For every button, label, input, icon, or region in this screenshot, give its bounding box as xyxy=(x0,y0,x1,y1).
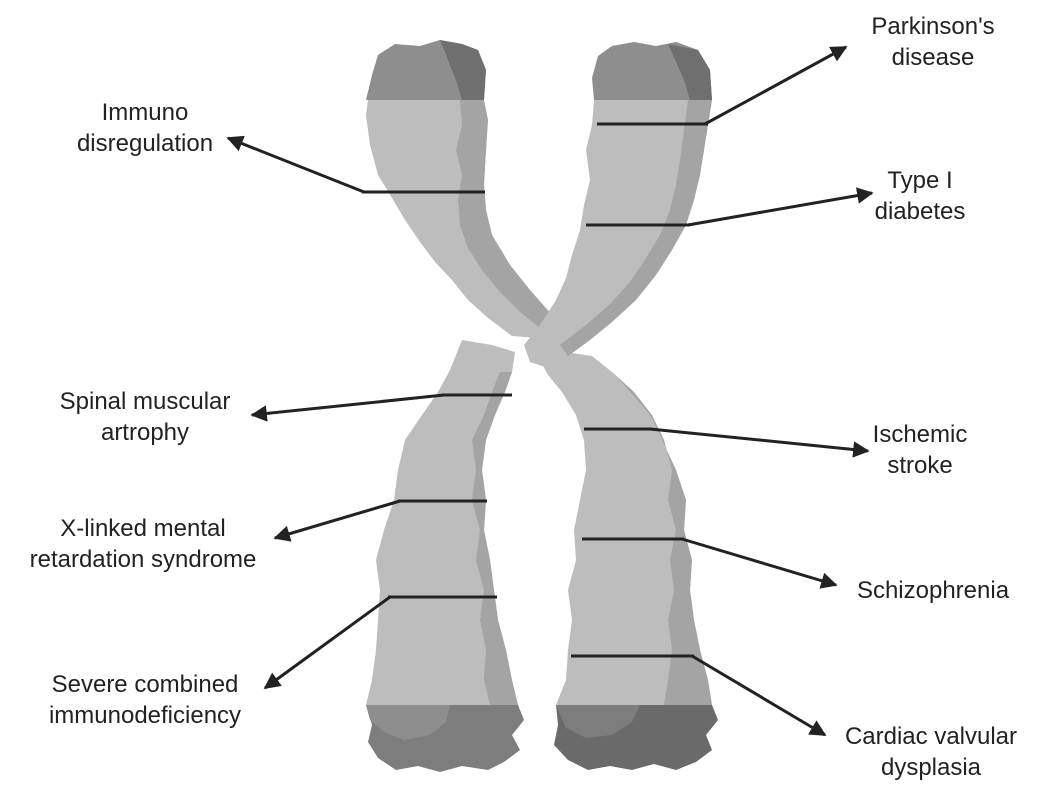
label-type1: Type I diabetes xyxy=(855,165,985,227)
label-xlinked-line1: X-linked mental xyxy=(8,513,278,544)
arrow-xlinked xyxy=(275,501,400,538)
arrow-ischemic xyxy=(650,429,868,451)
label-scid-line1: Severe combined xyxy=(20,669,270,700)
annotation-lines xyxy=(228,47,872,735)
label-ischemic: Ischemic stroke xyxy=(855,419,985,481)
label-cardiac: Cardiac valvular dysplasia xyxy=(825,721,1037,783)
label-ischemic-line2: stroke xyxy=(855,450,985,481)
label-parkinsons: Parkinson's disease xyxy=(848,11,1018,73)
arrow-schizo xyxy=(682,539,836,585)
right-lower-arm xyxy=(540,352,718,770)
arrow-immuno xyxy=(228,138,364,192)
left-upper-arm xyxy=(366,40,552,338)
label-type1-line2: diabetes xyxy=(855,196,985,227)
label-type1-line1: Type I xyxy=(855,165,985,196)
arrow-parkinsons xyxy=(705,47,846,124)
label-schizo-line1: Schizophrenia xyxy=(838,575,1028,606)
label-immuno-line2: disregulation xyxy=(50,128,240,159)
arrow-sma xyxy=(252,395,444,415)
arrow-scid xyxy=(265,597,390,688)
label-sma-line1: Spinal muscular xyxy=(35,386,255,417)
label-xlinked: X-linked mental retardation syndrome xyxy=(8,513,278,575)
label-parkinsons-line2: disease xyxy=(848,42,1018,73)
label-sma: Spinal muscular artrophy xyxy=(35,386,255,448)
label-sma-line2: artrophy xyxy=(35,417,255,448)
left-lower-arm xyxy=(366,340,524,772)
label-xlinked-line2: retardation syndrome xyxy=(8,544,278,575)
label-schizo: Schizophrenia xyxy=(838,575,1028,606)
label-cardiac-line2: dysplasia xyxy=(825,752,1037,783)
label-cardiac-line1: Cardiac valvular xyxy=(825,721,1037,752)
right-upper-arm xyxy=(524,42,712,368)
arrow-type1 xyxy=(688,193,872,225)
label-scid-line2: immunodeficiency xyxy=(20,700,270,731)
label-scid: Severe combined immunodeficiency xyxy=(20,669,270,731)
label-parkinsons-line1: Parkinson's xyxy=(848,11,1018,42)
label-immuno-line1: Immuno xyxy=(50,97,240,128)
label-immuno: Immuno disregulation xyxy=(50,97,240,159)
label-ischemic-line1: Ischemic xyxy=(855,419,985,450)
